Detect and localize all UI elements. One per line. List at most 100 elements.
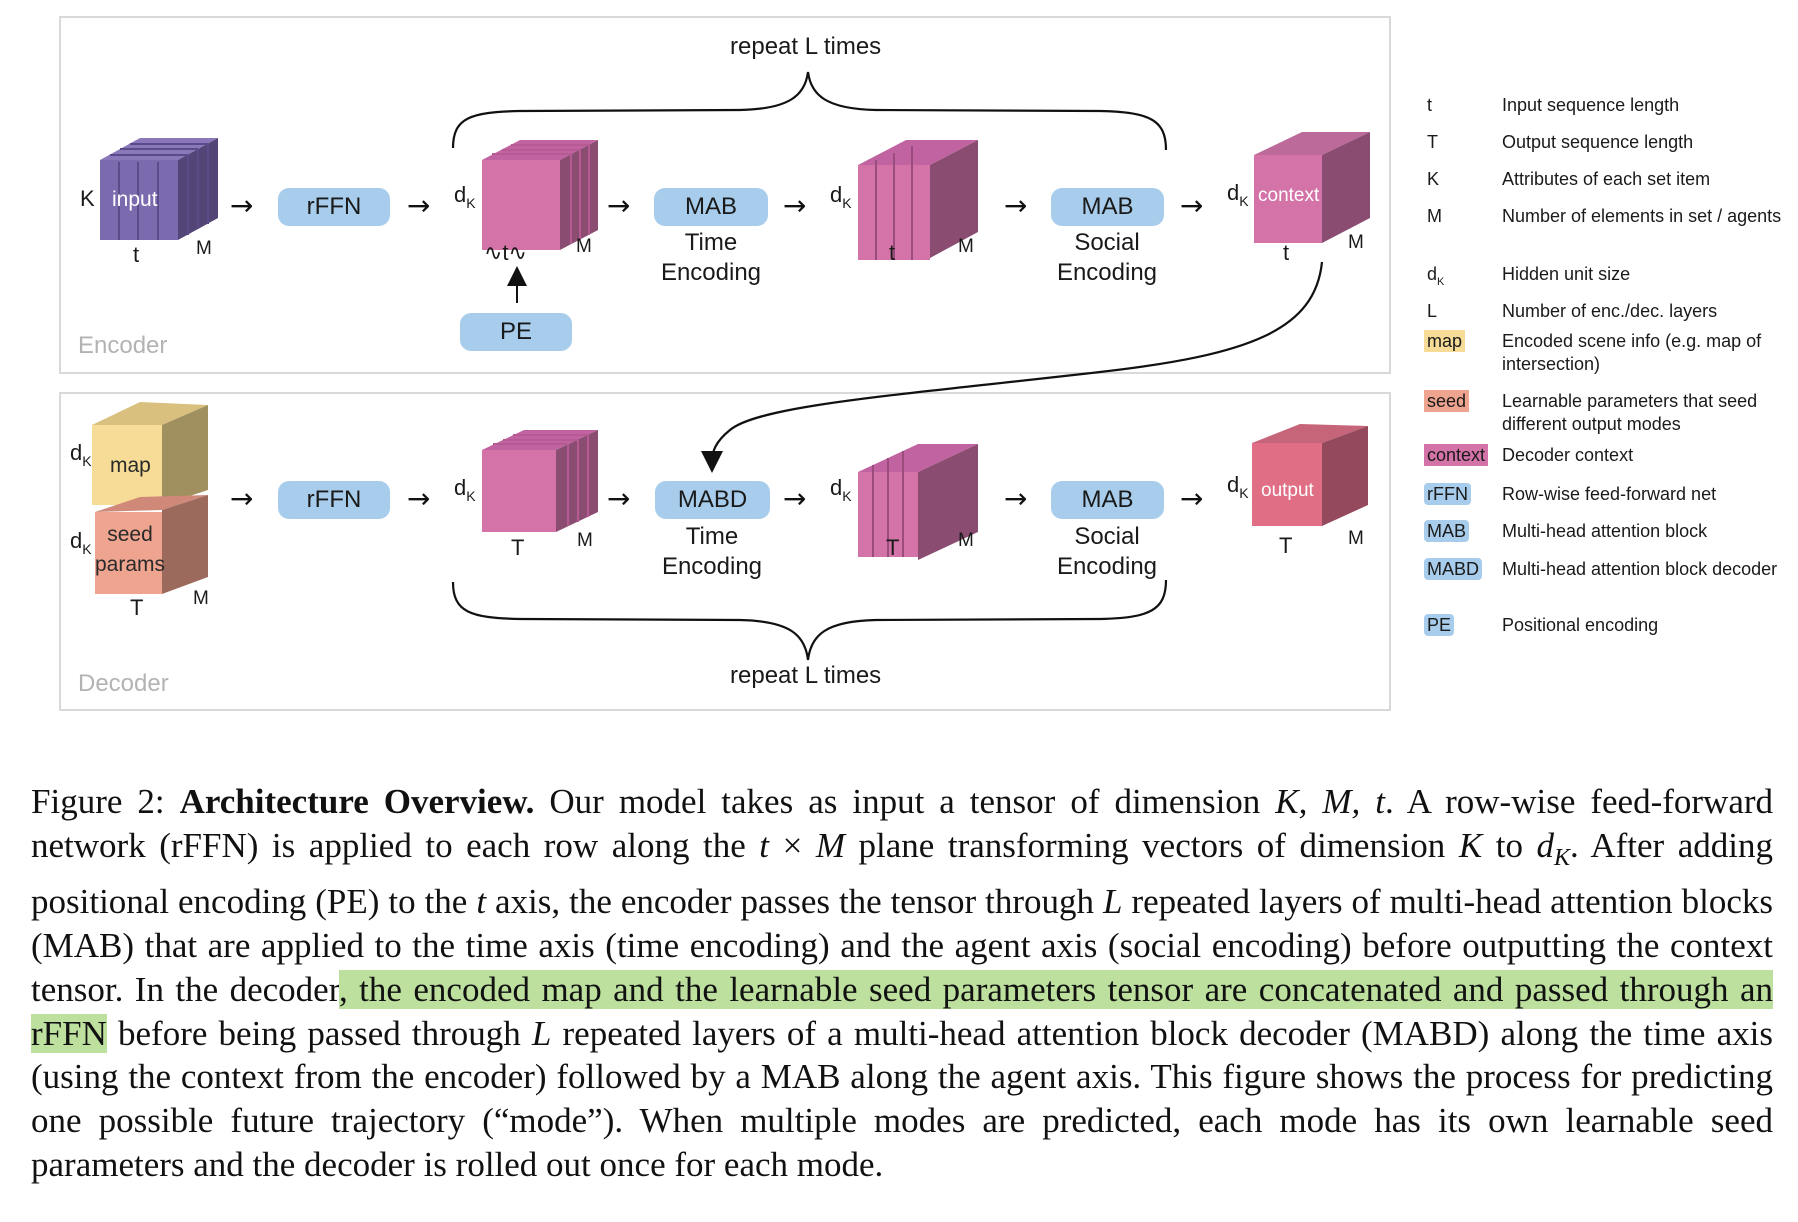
mabd-block: MABD	[655, 481, 770, 519]
encoder-tensor2-dim-dk: dK	[830, 182, 852, 211]
legend-description: Positional encoding	[1502, 615, 1659, 635]
caption-text: to	[1482, 825, 1537, 865]
legend-symbol: context	[1424, 444, 1489, 466]
legend-description: Learnable parameters that seed different…	[1502, 391, 1758, 434]
input-dim-t: t	[133, 242, 140, 267]
encoder-mab-social-block: MAB	[1051, 188, 1164, 226]
caption-figure-number: Figure 2:	[31, 782, 165, 821]
arrow-icon: →	[407, 189, 431, 222]
encoder-tensor1-dim-m: M	[576, 236, 592, 257]
legend-description: Attributes of each set item	[1502, 169, 1711, 189]
decoder-tensor1-dim-t: T	[511, 535, 525, 560]
encoder-tensor1-dim-dk: dK	[454, 182, 476, 211]
figure-caption: Figure 2: Architecture Overview. Our mod…	[31, 780, 1773, 1186]
legend-symbol: PE	[1424, 614, 1455, 636]
decoder-tensor1-dim-dk: dK	[454, 475, 476, 504]
arrow-icon: →	[1180, 189, 1204, 222]
output-dim-dk: dK	[1227, 472, 1249, 501]
input-cube-label: input	[112, 188, 158, 211]
arrow-icon: →	[1004, 482, 1028, 515]
decoder-rffn-block: rFFN	[278, 481, 390, 519]
legend-symbol: seed	[1424, 390, 1470, 412]
caption-text: plane transforming vectors of dimension	[845, 825, 1459, 865]
legend-symbol: dK	[1427, 264, 1445, 288]
decoder-tensor2-dim-m: M	[958, 530, 974, 551]
caption-title: Architecture Overview.	[179, 782, 535, 821]
legend-symbol: M	[1427, 206, 1442, 226]
arrow-icon: →	[1180, 482, 1204, 515]
map-cube-label: map	[110, 454, 151, 477]
input-dim-m: M	[196, 238, 212, 259]
legend-description: Number of elements in set / agents	[1502, 206, 1782, 226]
legend-description: Decoder context	[1502, 445, 1634, 465]
encoder-repeat-label: repeat L times	[730, 33, 882, 60]
encoder-rffn-block: rFFN	[278, 188, 390, 226]
context-cube-label: context	[1258, 185, 1320, 206]
caption-text: d	[1536, 825, 1554, 865]
arrow-icon: →	[607, 189, 631, 222]
output-dim-m: M	[1348, 528, 1364, 549]
caption-text: L	[1103, 882, 1123, 922]
legend-symbol: K	[1427, 169, 1440, 189]
caption-text: repeated layers of a multi-head attentio…	[31, 1013, 1773, 1184]
context-dim-dk: dK	[1227, 180, 1249, 209]
decoder-repeat-label: repeat L times	[730, 662, 882, 689]
legend-description: Number of enc./dec. layers	[1502, 301, 1718, 321]
caption-text: K, M, t	[1275, 782, 1385, 821]
legend-symbol: rFFN	[1424, 483, 1471, 505]
caption-text: L	[531, 1013, 552, 1053]
arrow-icon: →	[230, 482, 254, 515]
caption-text: axis, the encoder passes the tensor thro…	[486, 882, 1104, 922]
caption-text: ×	[769, 825, 816, 865]
caption-text: . A row-wise feed-forward network (rFFN)…	[31, 782, 1774, 865]
map-dim-dk: dK	[70, 440, 92, 469]
caption-text: repeated layers of multi-head attention …	[31, 882, 1773, 1009]
caption-text: before being passed through	[106, 1013, 532, 1053]
context-dim-t: t	[1283, 240, 1290, 265]
encoder-tensor1-dim-t: ∿t∿	[484, 240, 527, 265]
seed-dim-t: T	[130, 595, 144, 620]
arrow-icon: →	[607, 482, 631, 515]
legend-symbol: L	[1427, 301, 1438, 321]
arrow-icon: →	[1004, 189, 1028, 222]
encoder-mab-time-block: MAB	[654, 188, 768, 226]
caption-text: K	[1458, 825, 1483, 865]
caption-text: K	[1553, 844, 1570, 871]
arrow-icon: →	[407, 482, 431, 515]
decoder-tensor2-dim-dk: dK	[830, 475, 852, 504]
legend-symbol: T	[1427, 132, 1438, 152]
seed-dim-dk: dK	[70, 528, 92, 557]
caption-text: t	[476, 882, 487, 922]
decoder-tensor1-dim-m: M	[577, 530, 593, 551]
legend-description: Row-wise feed-forward net	[1502, 484, 1717, 504]
pe-block: PE	[460, 313, 572, 351]
legend-symbol: t	[1427, 95, 1433, 115]
legend-description: Output sequence length	[1502, 132, 1694, 152]
caption-text: t	[759, 825, 770, 865]
legend-symbol: map	[1424, 330, 1466, 352]
caption-text: Our model takes as input a tensor of dim…	[534, 782, 1276, 821]
arrow-icon: →	[230, 189, 254, 222]
decoder-mab-social-block: MAB	[1051, 481, 1164, 519]
encoder-panel-label: Encoder	[78, 332, 168, 359]
legend-description: Multi-head attention block decoder	[1502, 559, 1778, 579]
legend-description: Input sequence length	[1502, 95, 1680, 115]
encoder-tensor2-dim-m: M	[958, 236, 974, 257]
decoder-panel-label: Decoder	[78, 670, 169, 697]
output-dim-t: T	[1279, 533, 1293, 558]
caption-body: Our model takes as input a tensor of dim…	[31, 782, 1773, 1184]
seed-dim-m: M	[193, 588, 209, 609]
legend-description: Hidden unit size	[1502, 264, 1631, 284]
legend-description: Multi-head attention block	[1502, 521, 1708, 541]
arrow-icon: →	[783, 482, 807, 515]
legend-description: Encoded scene info (e.g. map of intersec…	[1502, 331, 1762, 374]
decoder-tensor2-dim-t: T	[886, 535, 900, 560]
caption-text: M	[815, 825, 845, 865]
output-cube-label: output	[1261, 480, 1314, 501]
input-dim-k: K	[80, 186, 95, 211]
